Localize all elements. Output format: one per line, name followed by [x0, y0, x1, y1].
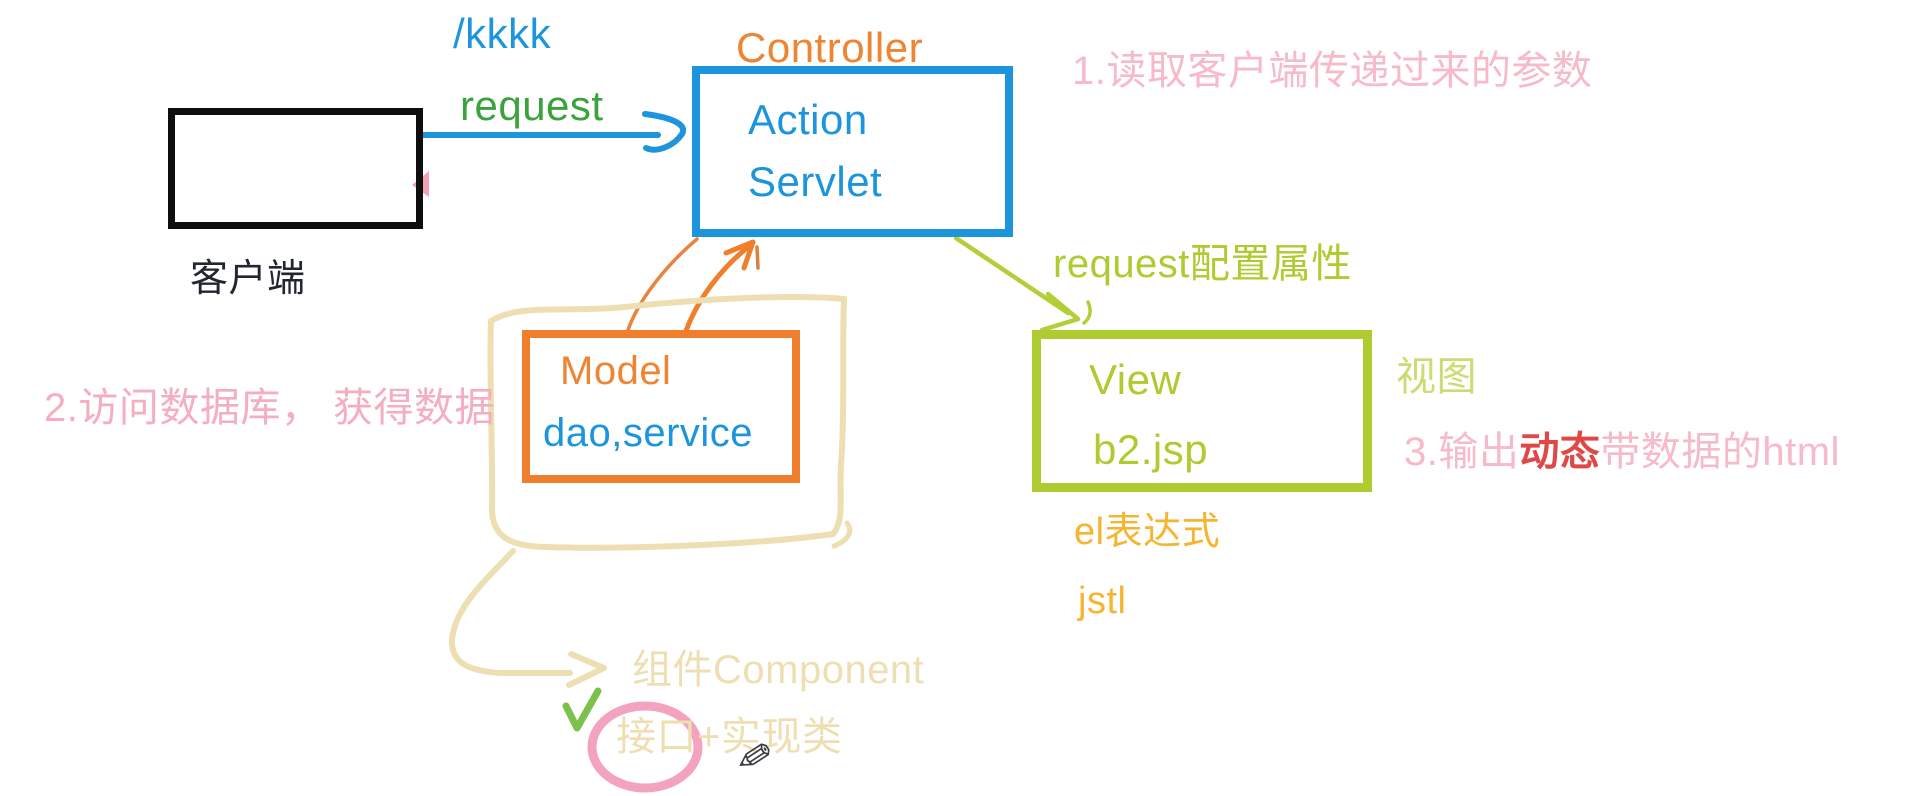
- model-to-controller-arrow: [683, 244, 751, 334]
- controller-to-view-arrow: [953, 235, 1071, 316]
- controller-to-model-curve: [626, 237, 699, 332]
- controller-to-view-arrow-head: [1039, 291, 1081, 333]
- note-output-suffix: 带数据的html: [1600, 430, 1840, 474]
- note-output-prefix: 3.输出: [1404, 430, 1520, 474]
- interface-impl-label: 接口+实现类: [616, 716, 842, 758]
- client-label: 客户端: [190, 258, 306, 300]
- interface-label: 接口: [616, 715, 697, 759]
- model-to-controller-arrow-head: [723, 239, 756, 271]
- orange-tick: [755, 245, 760, 270]
- request-label: request: [460, 82, 604, 129]
- component-label: 组件Component: [632, 648, 925, 692]
- check-icon: [562, 687, 602, 732]
- note-output-html: 3.输出动态带数据的html: [1404, 431, 1840, 473]
- view-title: View: [1089, 356, 1182, 403]
- blob-to-component-arrow-head: [566, 651, 607, 688]
- view-side-label: 视图: [1396, 355, 1477, 399]
- controller-servlet-label: Servlet: [748, 158, 883, 205]
- controller-title: Controller: [736, 24, 924, 71]
- url-path-label: /kkkk: [453, 10, 552, 57]
- model-blob-hook: [831, 520, 853, 549]
- controller-box: [692, 66, 1013, 237]
- pencil-cursor-icon: ✎: [731, 730, 777, 785]
- note-read-params: 1.读取客户端传递过来的参数: [1072, 49, 1593, 93]
- request-arrow-head: [642, 111, 687, 153]
- note-access-database: 2.访问数据库， 获得数据: [44, 386, 495, 430]
- model-dao-service-label: dao,service: [543, 411, 754, 455]
- controller-action-label: Action: [748, 96, 868, 143]
- model-title: Model: [560, 349, 672, 393]
- request-attr-label: request配置属性: [1053, 242, 1352, 286]
- note-output-highlight: 动态: [1519, 430, 1601, 474]
- blob-to-component-arrow: [448, 548, 573, 676]
- view-jsp-label: b2.jsp: [1093, 426, 1209, 473]
- el-expression-label: el表达式: [1074, 511, 1221, 553]
- impl-label: +实现类: [697, 715, 843, 759]
- controller-to-view-arrow-scribble: [1082, 300, 1092, 325]
- view-box: [1032, 330, 1372, 492]
- jstl-label: jstl: [1078, 580, 1127, 622]
- model-box: [522, 330, 800, 483]
- client-box: [168, 108, 423, 229]
